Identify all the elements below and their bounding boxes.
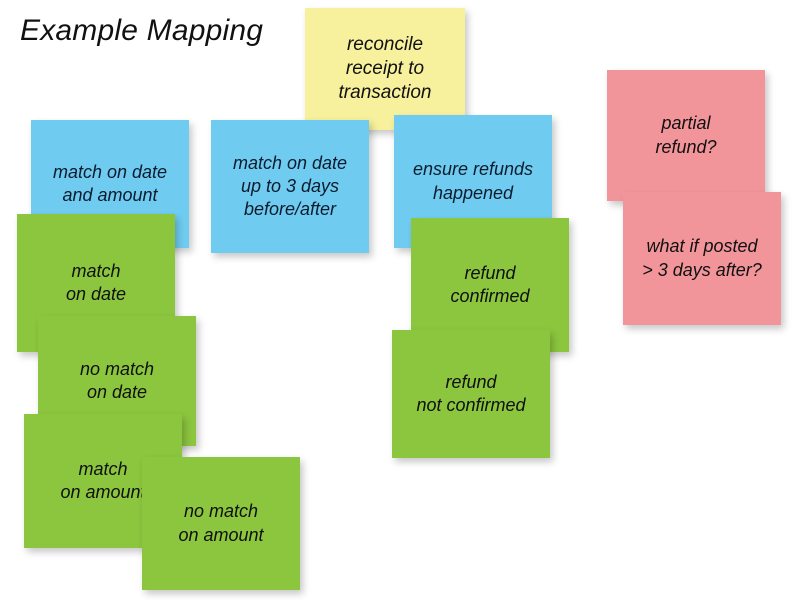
card-text: partial refund? — [655, 113, 717, 157]
card-partial-refund-question[interactable]: partial refund? — [607, 70, 765, 201]
card-text: reconcile receipt to transaction — [338, 33, 432, 104]
card-reconcile-receipt-to-transaction[interactable]: reconcile receipt to transaction — [305, 8, 465, 130]
card-text: no match on date — [79, 358, 155, 402]
card-text: match on date — [65, 260, 127, 304]
card-what-if-posted-3-days-after-question[interactable]: what if posted > 3 days after? — [623, 192, 781, 325]
page-title: Example Mapping — [20, 14, 264, 47]
card-text: what if posted > 3 days after? — [642, 236, 762, 280]
card-text: refund not confirmed — [416, 371, 526, 415]
card-text: match on date and amount — [52, 161, 168, 205]
card-match-on-date-up-to-3-days[interactable]: match on date up to 3 days before/after — [211, 120, 369, 253]
card-text: no match on amount — [178, 501, 264, 545]
card-refund-confirmed[interactable]: refund confirmed — [411, 218, 569, 352]
card-text: match on amount — [60, 458, 146, 502]
card-text: ensure refunds happened — [412, 159, 534, 203]
card-refund-not-confirmed[interactable]: refund not confirmed — [392, 330, 550, 458]
card-text: refund confirmed — [450, 262, 530, 306]
card-text: match on date up to 3 days before/after — [232, 152, 348, 220]
card-no-match-on-amount[interactable]: no match on amount — [142, 457, 300, 590]
